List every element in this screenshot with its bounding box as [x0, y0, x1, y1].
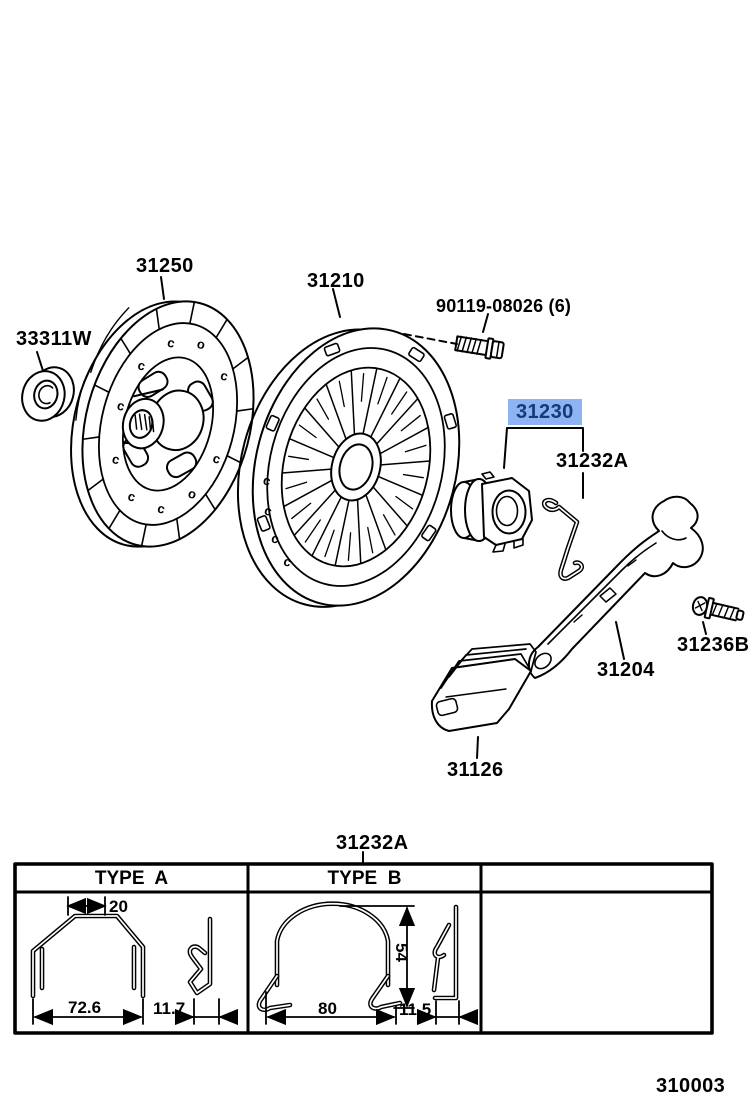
svg-text:o: o — [195, 336, 207, 353]
svg-text:o: o — [187, 486, 199, 503]
part-label-31204[interactable]: 31204 — [597, 659, 655, 681]
dim-type-a-bottom-width: 72.6 — [68, 998, 102, 1017]
type-table-grid — [13, 862, 714, 1035]
boot-drawing — [430, 643, 537, 732]
part-label-31210[interactable]: 31210 — [307, 270, 365, 292]
release-bearing-drawing — [450, 471, 533, 553]
svg-text:c: c — [270, 530, 281, 546]
table-part-label-31232a[interactable]: 31232A — [336, 832, 409, 854]
fork-bolt-drawing — [691, 596, 745, 622]
svg-text:c: c — [219, 368, 230, 384]
cover-bolt-drawing — [454, 335, 505, 360]
part-label-33311w[interactable]: 33311W — [16, 328, 92, 350]
pilot-bearing-drawing — [21, 366, 75, 422]
drawing-number: 310003 — [656, 1075, 726, 1097]
release-fork-drawing — [528, 495, 704, 679]
release-clip-drawing — [541, 497, 584, 581]
svg-text:c: c — [126, 488, 137, 504]
dim-type-a-top-width: 20 — [109, 897, 128, 916]
svg-text:c: c — [156, 500, 167, 516]
leader-lines — [36, 276, 707, 865]
part-label-31126[interactable]: 31126 — [447, 759, 504, 781]
part-label-90119-08026[interactable]: 90119-08026 (6) — [436, 296, 572, 316]
part-label-31232a[interactable]: 31232A — [556, 450, 629, 472]
type-b-dimensions — [265, 905, 478, 1026]
svg-text:c: c — [115, 397, 126, 413]
type-b-side-view — [431, 904, 459, 1001]
part-label-31236b[interactable]: 31236B — [677, 634, 750, 656]
dim-type-b-side-width: 11.5 — [399, 1000, 432, 1019]
table-header-type-a: TYPE A — [94, 867, 169, 889]
dim-type-a-side-width: 11.7 — [153, 999, 186, 1018]
type-a-front-view — [30, 913, 146, 999]
dim-type-b-bottom-width: 80 — [318, 999, 337, 1018]
type-a-side-view — [187, 916, 213, 996]
table-header-type-b: TYPE B — [327, 867, 402, 889]
svg-text:c: c — [211, 450, 222, 466]
svg-text:c: c — [282, 553, 293, 569]
svg-text:c: c — [261, 472, 272, 488]
svg-text:c: c — [263, 503, 274, 519]
part-label-31230-highlighted[interactable]: 31230 — [508, 399, 582, 425]
svg-text:c: c — [136, 357, 147, 373]
type-a-dimensions — [32, 896, 238, 1026]
type-b-front-view — [256, 901, 403, 1013]
part-label-31250[interactable]: 31250 — [136, 255, 194, 277]
svg-text:c: c — [110, 451, 121, 467]
svg-text:c: c — [166, 335, 177, 351]
dim-type-b-height: 54 — [392, 943, 411, 962]
